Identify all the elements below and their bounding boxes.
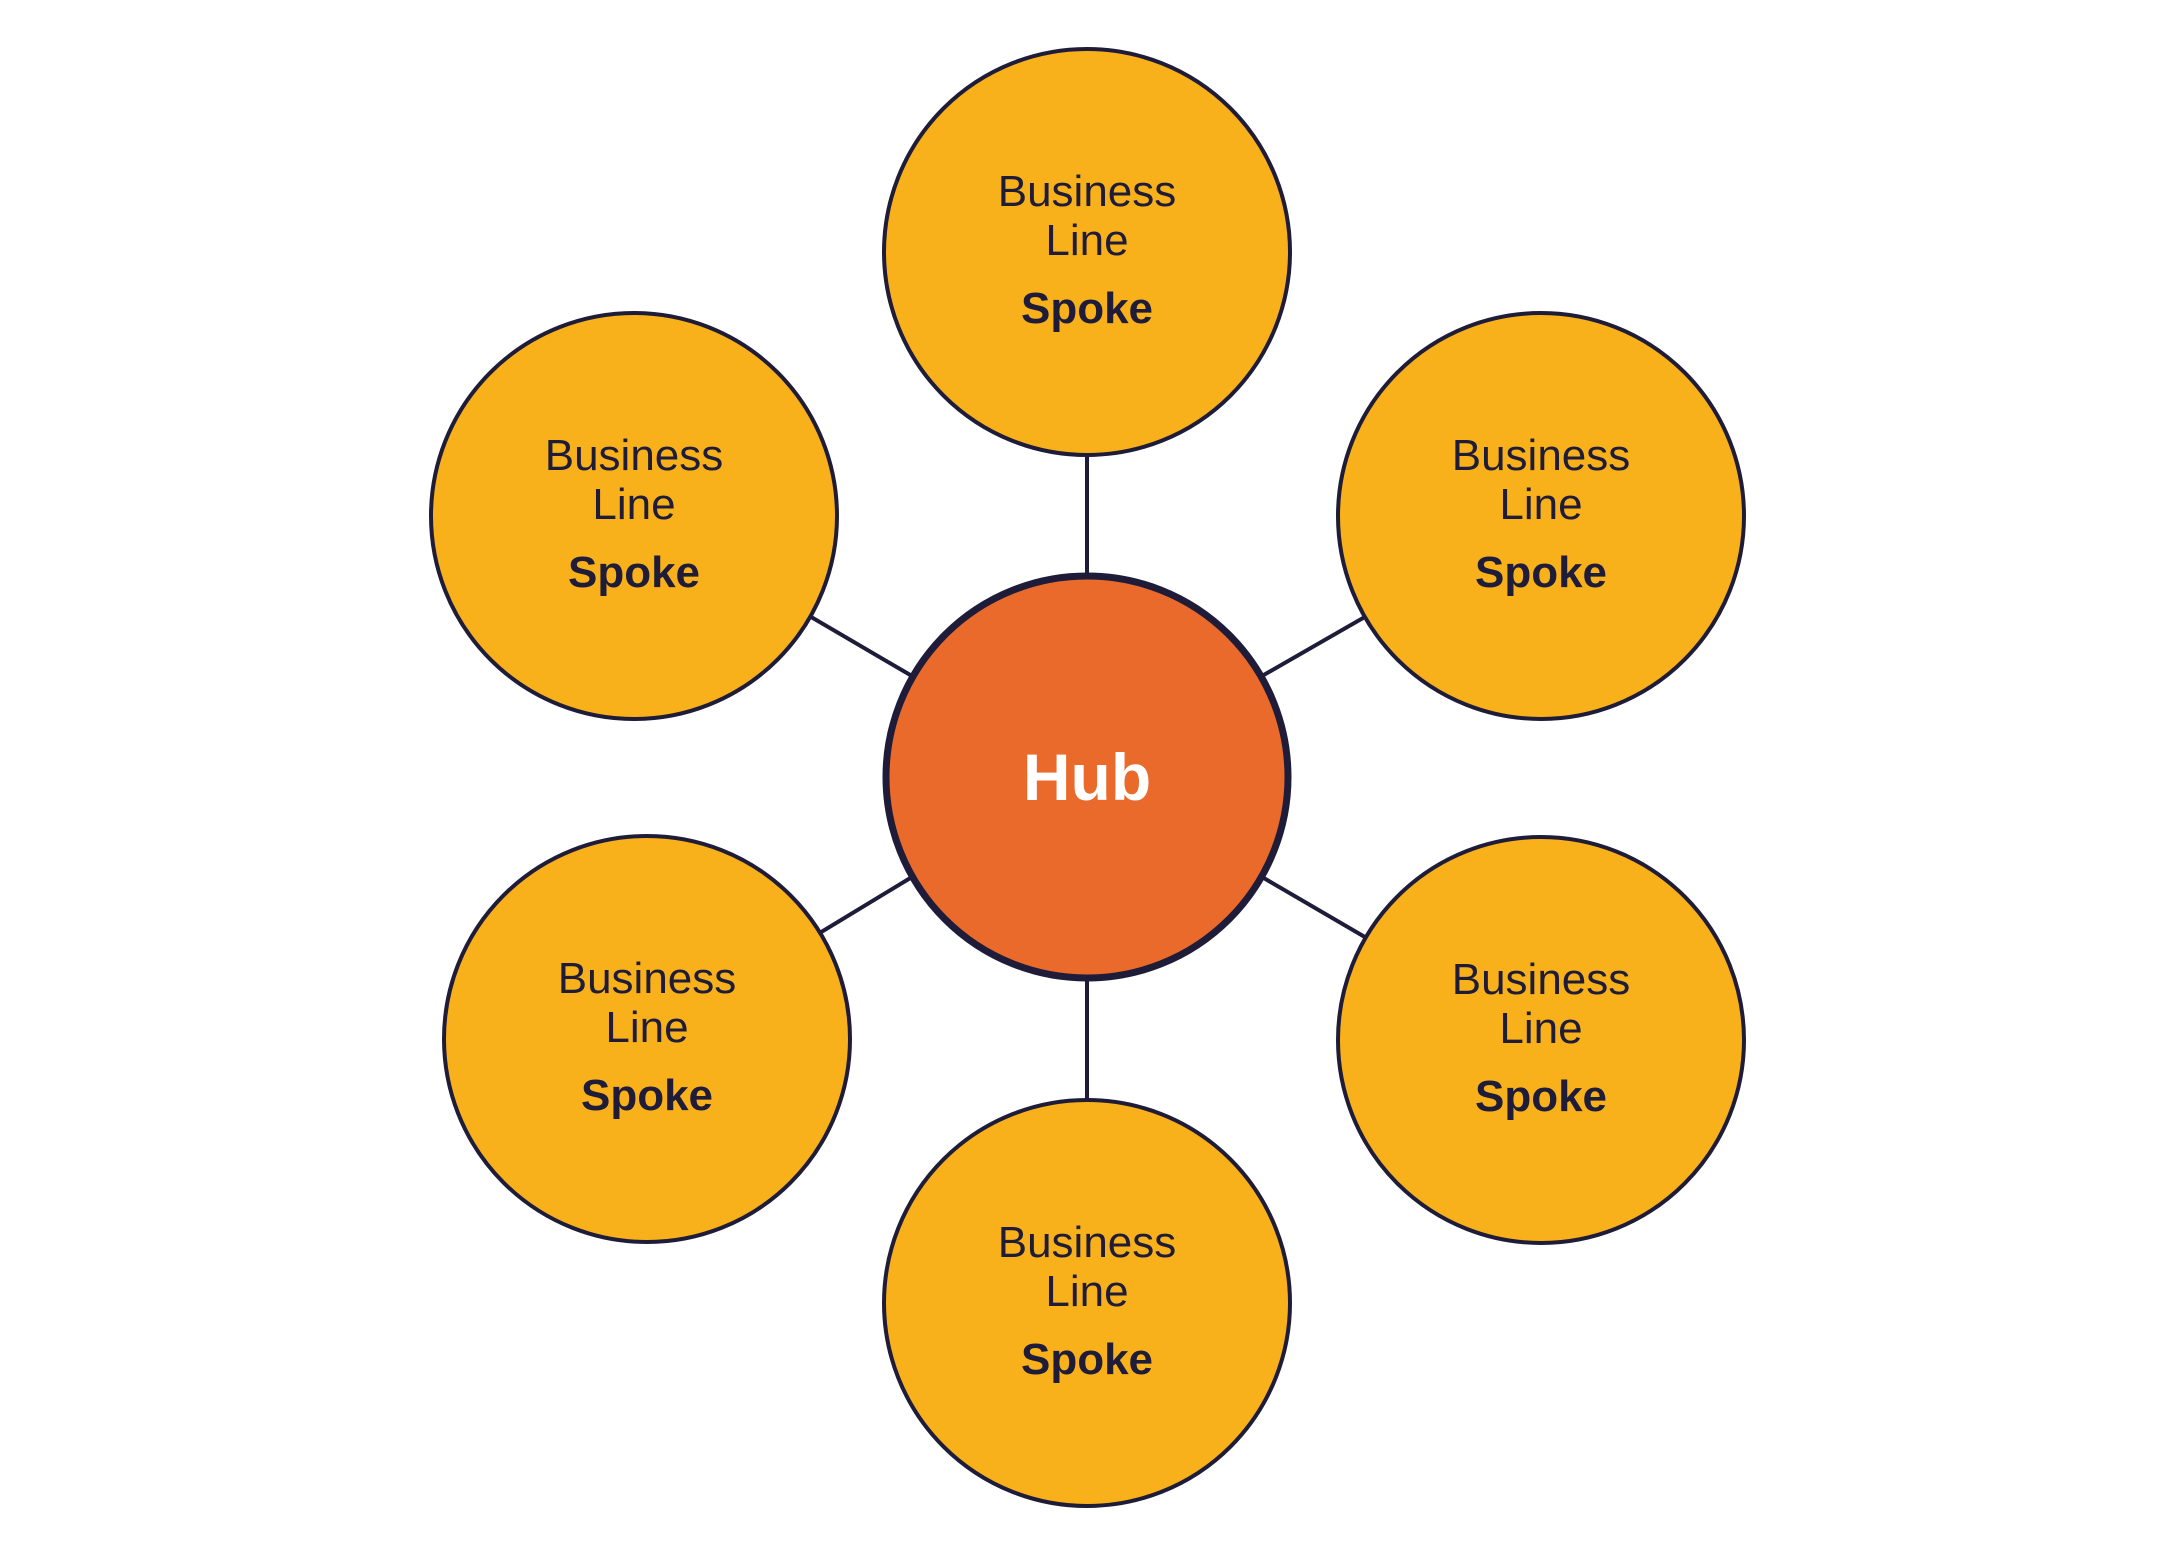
spoke-circle [882, 47, 1292, 457]
spoke-node-bottom: Business Line Spoke [882, 1098, 1292, 1508]
spoke-label-kind: Spoke [1021, 284, 1153, 333]
spoke-node-top-left: Business Line Spoke [429, 311, 839, 721]
spoke-label-line2: Line [1045, 216, 1128, 265]
hub-node: Hub [882, 572, 1292, 982]
spoke-circle [882, 1098, 1292, 1508]
spoke-label-line1: Business [1452, 955, 1631, 1004]
spoke-circle [429, 311, 839, 721]
hub-circle [882, 572, 1292, 982]
connector-top-left [804, 612, 914, 678]
connector-top-right [1261, 612, 1371, 678]
spoke-label-kind: Spoke [581, 1071, 713, 1120]
spoke-label-line1: Business [998, 167, 1177, 216]
connectors [804, 455, 1372, 1103]
connector-bottom-left [816, 875, 914, 936]
spoke-label-line2: Line [1045, 1267, 1128, 1316]
spoke-label-line1: Business [1452, 431, 1631, 480]
spoke-node-bottom-left: Business Line Spoke [442, 834, 852, 1244]
spoke-label-kind: Spoke [1475, 548, 1607, 597]
hub-label: Hub [1023, 740, 1151, 814]
spoke-node-top-right: Business Line Spoke [1336, 311, 1746, 721]
spoke-circle [1336, 835, 1746, 1245]
spoke-node-bottom-right: Business Line Spoke [1336, 835, 1746, 1245]
connector-bottom-right [1260, 875, 1372, 942]
spoke-label-kind: Spoke [1021, 1335, 1153, 1384]
spoke-label-line2: Line [1499, 480, 1582, 529]
spoke-label-line1: Business [545, 431, 724, 480]
spoke-label-kind: Spoke [1475, 1072, 1607, 1121]
spoke-label-line2: Line [605, 1003, 688, 1052]
spoke-circle [442, 834, 852, 1244]
spoke-circle [1336, 311, 1746, 721]
spoke-label-line2: Line [1499, 1004, 1582, 1053]
spoke-label-kind: Spoke [568, 548, 700, 597]
spoke-label-line1: Business [998, 1218, 1177, 1267]
spoke-label-line1: Business [558, 954, 737, 1003]
spoke-node-top: Business Line Spoke [882, 47, 1292, 457]
spoke-label-line2: Line [592, 480, 675, 529]
